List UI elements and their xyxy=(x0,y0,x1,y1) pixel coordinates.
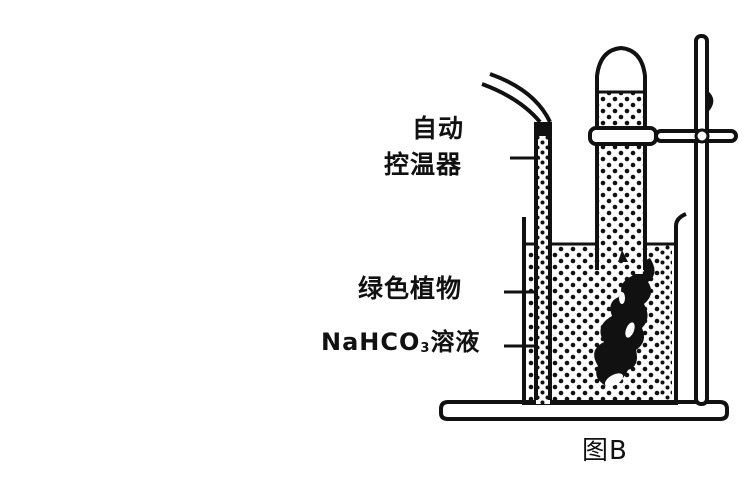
green-plant xyxy=(594,258,655,387)
clamp xyxy=(588,126,738,146)
solution-label-subscript: 3 xyxy=(420,341,431,356)
solution-label-prefix: NaHCO xyxy=(321,328,421,356)
leader-lines xyxy=(504,156,540,348)
ring-stand xyxy=(694,34,714,406)
solution-label-suffix: 溶液 xyxy=(430,328,481,356)
figure-caption: 图B xyxy=(582,436,628,466)
plant-label: 绿色植物 xyxy=(358,274,463,303)
auto-temperature-controller xyxy=(481,72,552,404)
inverted-test-tube xyxy=(595,45,647,274)
controller-label-line1: 自动 xyxy=(412,114,465,143)
controller-label-line2: 控温器 xyxy=(384,150,463,179)
solution-label: NaHCO3溶液 xyxy=(321,330,480,355)
stand-base xyxy=(439,400,729,421)
